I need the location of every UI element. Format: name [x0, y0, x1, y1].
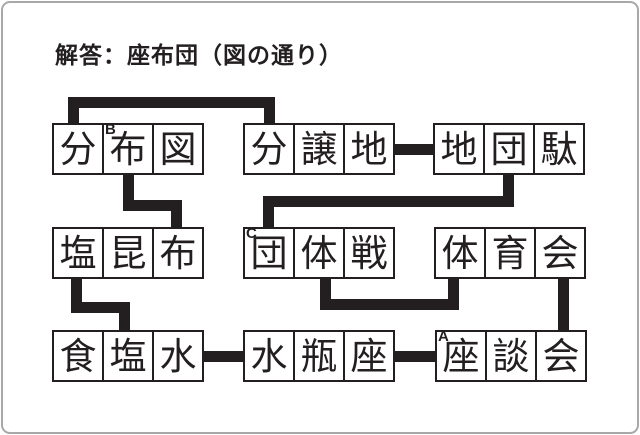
connector-shio-shio-h [71, 302, 130, 313]
answer-title: 解答：座布団（図の通り） [55, 42, 343, 68]
connector-tai-tai-v2 [448, 278, 459, 310]
kanji: 布 [109, 128, 147, 170]
kanji: 団 [490, 128, 528, 170]
kanji: 食 [59, 335, 97, 377]
char-cell: 団 [483, 123, 535, 175]
char-cell: 布 [152, 227, 204, 279]
kanji: 水 [159, 335, 197, 377]
connector-dan-dan-v2 [263, 196, 274, 228]
char-cell: 座 [343, 330, 395, 382]
char-cell: 譲 [293, 123, 345, 175]
word-box-taiikukai: 体 育 会 [434, 227, 586, 279]
char-cell: 地 [433, 123, 485, 175]
answer-marker-a: A [438, 328, 449, 345]
kanji: 塩 [109, 335, 147, 377]
kanji: 座 [442, 335, 480, 377]
char-cell: 駄 [533, 123, 585, 175]
kanji: 談 [492, 335, 530, 377]
char-cell: 食 [52, 330, 104, 382]
char-cell: 塩 [102, 330, 154, 382]
char-cell: 会 [535, 330, 587, 382]
connector-chi-chi-h [394, 144, 434, 155]
kanji: 譲 [300, 128, 338, 170]
answer-marker-c: C [246, 225, 257, 242]
kanji: 瓶 [300, 335, 338, 377]
kanji: 会 [541, 232, 579, 274]
connector-kai-kai-v [558, 278, 569, 331]
char-cell: 分 [243, 123, 295, 175]
connector-tai-tai-v1 [320, 278, 331, 310]
word-box-jidanda: 地 団 駄 [433, 123, 585, 175]
connector-sui-sui-h [203, 351, 244, 362]
connector-shio-shio-v2 [119, 302, 130, 331]
answer-marker-b: B [105, 121, 116, 138]
char-cell: 分 [52, 123, 104, 175]
connector-bun-bun-h [68, 97, 275, 108]
char-cell: 昆 [102, 227, 154, 279]
char-cell: 体 [434, 227, 486, 279]
kanji: 地 [350, 128, 388, 170]
word-box-mizugameza: 水 瓶 座 [243, 330, 395, 382]
kanji: 分 [59, 128, 97, 170]
kanji: 分 [250, 128, 288, 170]
char-cell: 瓶 [293, 330, 345, 382]
word-box-shiokonbu: 塩 昆 布 [52, 227, 204, 279]
char-cell: 育 [484, 227, 536, 279]
kanji: 座 [350, 335, 388, 377]
char-cell: 戦 [343, 227, 395, 279]
connector-bun-bun-v1 [68, 97, 79, 125]
kanji: 昆 [109, 232, 147, 274]
kanji: 体 [300, 232, 338, 274]
char-cell: 塩 [52, 227, 104, 279]
connector-fu-fu-v1 [123, 174, 134, 211]
kanji: 布 [159, 232, 197, 274]
connector-za-za-h [394, 351, 436, 362]
kanji: 体 [441, 232, 479, 274]
kanji: 戦 [350, 232, 388, 274]
kanji: 育 [491, 232, 529, 274]
char-cell: 水 [243, 330, 295, 382]
connector-fu-fu-h [123, 200, 182, 211]
connector-dan-dan-v1 [503, 174, 514, 207]
char-cell: 体 [293, 227, 345, 279]
kanji: 水 [250, 335, 288, 377]
kanji: 塩 [59, 232, 97, 274]
connector-tai-tai-h [320, 299, 459, 310]
word-box-shokuensui: 食 塩 水 [52, 330, 204, 382]
word-box-bunjochi: 分 譲 地 [243, 123, 395, 175]
char-cell: 会 [534, 227, 586, 279]
kanji: 団 [250, 232, 288, 274]
connector-shio-shio-v1 [71, 278, 82, 313]
kanji: 図 [159, 128, 197, 170]
char-cell: 図 [152, 123, 204, 175]
connector-bun-bun-v2 [264, 97, 275, 125]
char-cell: 談 [485, 330, 537, 382]
kanji: 会 [542, 335, 580, 377]
char-cell: 水 [152, 330, 204, 382]
kanji: 駄 [540, 128, 578, 170]
kanji: 地 [440, 128, 478, 170]
char-cell: 地 [343, 123, 395, 175]
connector-fu-fu-v2 [171, 200, 182, 228]
connector-dan-dan-h [263, 196, 514, 207]
